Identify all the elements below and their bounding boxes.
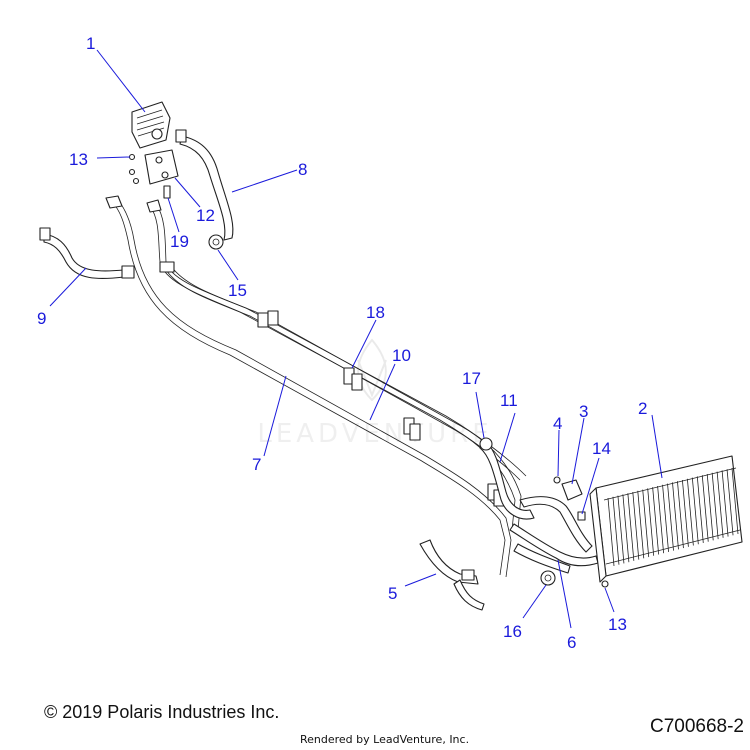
clip-18 [343,367,363,391]
coolant-reservoir-1 [131,101,171,149]
radiator-fin [642,489,650,558]
clamp-15 [208,234,224,250]
cap-3 [561,479,583,501]
watermark-text: LEADVENTURE [257,419,492,449]
copyright-text: © 2019 Polaris Industries Inc. [44,702,280,722]
clip-upper [257,310,279,328]
leader-lines [49,49,663,629]
coolant-tube-7 [105,195,512,578]
radiator-fin [691,477,699,545]
hose-11 [479,441,535,520]
callout-18: 18 [366,303,385,322]
callout-7: 7 [252,455,261,474]
tube-5 [419,539,485,611]
bracket-12 [144,149,179,185]
radiator-fin [726,469,734,536]
radiator-fin [701,475,709,542]
callout-2: 2 [638,399,647,418]
callout-13-upper: 13 [69,150,88,169]
callout-19: 19 [170,232,189,251]
callout-17: 17 [462,369,481,388]
callout-11: 11 [500,391,518,410]
callout-14: 14 [592,439,611,458]
radiator-fin [647,488,655,556]
callout-12: 12 [196,206,215,225]
radiator-fin [677,481,684,549]
radiator-fin [711,472,719,540]
radiator-fin [686,478,694,546]
radiator-fin [716,471,724,538]
radiator-fin [652,487,660,555]
rendered-by-text: Rendered by LeadVenture, Inc. [300,733,470,746]
callout-16: 16 [503,622,522,641]
radiator-fin [607,497,615,567]
hose-9 [39,227,135,279]
bleeder-4 [553,476,561,484]
callout-4: 4 [553,414,562,433]
callout-1: 1 [86,34,95,53]
diagram-id: C700668-2 [649,716,744,737]
radiator-fin [706,473,714,541]
coolant-tube-10 [146,199,527,531]
drain-13-lower [601,580,609,588]
radiator-fin [672,482,679,550]
radiator-2 [589,455,743,583]
radiator-fin [682,479,689,547]
clip-mid [403,417,421,441]
bolt-13-upper [128,153,140,185]
callout-6: 6 [567,633,576,652]
callout-9: 9 [37,309,46,328]
radiator-fin [667,483,674,551]
radiator-fin [622,494,630,563]
radiator-fin [627,493,635,561]
radiator-fin [617,495,625,564]
radiator-fin [612,496,620,565]
hose-8 [175,129,234,241]
radiator-fin [632,491,640,560]
callout-10: 10 [392,346,411,365]
radiator-fin [637,490,645,559]
bracket-14 [577,511,586,521]
callouts: 1 2 3 4 5 6 7 8 9 10 11 12 13 13 14 15 1… [37,34,647,652]
clamp-16 [540,570,556,586]
clamp-17 [479,437,493,451]
radiator-fin [662,484,669,552]
radiator-fin [721,470,729,537]
callout-8: 8 [298,160,307,179]
callout-13-lower: 13 [608,615,627,634]
radiator-fin [696,476,704,543]
callout-3: 3 [579,402,588,421]
watermark-logo [357,338,387,402]
fitting-19 [163,185,171,199]
radiator-fin [657,485,664,554]
callout-5: 5 [388,584,397,603]
hose-6 [509,496,599,574]
callout-15: 15 [228,281,247,300]
radiator-fin [731,467,739,535]
